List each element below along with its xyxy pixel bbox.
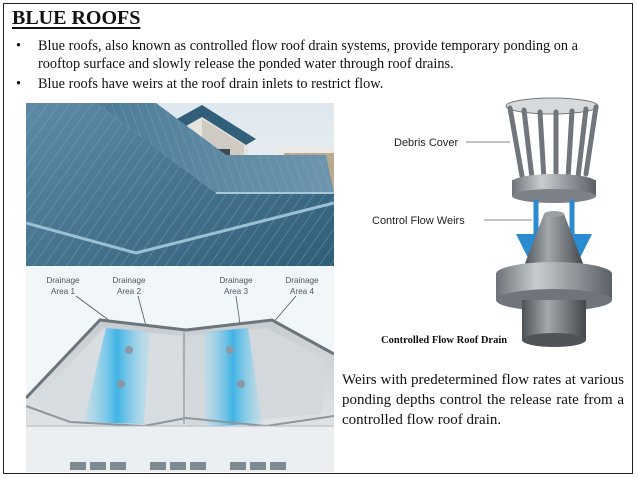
- bullet-text: Blue roofs, also known as controlled flo…: [38, 38, 579, 72]
- drainage-area-diagram: Drainage Area 1 Drainage Area 2 Drainage…: [26, 266, 334, 472]
- bullet-item: • Blue roofs have weirs at the roof drai…: [12, 75, 622, 93]
- blue-roof-photo: [26, 103, 334, 266]
- drain-caption: Controlled Flow Roof Drain: [381, 335, 508, 346]
- drainage-area-3-label-line1: Drainage: [219, 276, 253, 285]
- slide-title: BLUE ROOFS: [12, 7, 141, 29]
- bullet-text: Blue roofs have weirs at the roof drain …: [38, 76, 384, 92]
- blue-roof-photo-illustration: [26, 103, 334, 266]
- drainage-area-4-label-line1: Drainage: [285, 276, 319, 285]
- drainage-area-3-label-line2: Area 3: [224, 287, 249, 296]
- roof-drain-drawing: Debris Cover Control Flow Weirs: [372, 97, 612, 347]
- drainage-area-1-label-line1: Drainage: [46, 276, 80, 285]
- bullet-item: • Blue roofs, also known as controlled f…: [12, 37, 622, 73]
- bullet-dot: •: [16, 76, 22, 92]
- debris-cover-label: Debris Cover: [394, 137, 459, 149]
- bullet-list: • Blue roofs, also known as controlled f…: [12, 37, 622, 95]
- drainage-area-2-label-line2: Area 2: [117, 287, 142, 296]
- bullet-dot: •: [16, 38, 22, 54]
- drainage-area-4-label-line2: Area 4: [290, 287, 315, 296]
- roof-drain-illustration: Debris Cover Control Flow Weirs: [372, 96, 634, 358]
- slide-frame: [3, 3, 633, 474]
- drainage-diagram-illustration: Drainage Area 1 Drainage Area 2 Drainage…: [26, 266, 334, 472]
- control-flow-weirs-label: Control Flow Weirs: [372, 215, 465, 227]
- weirs-paragraph: Weirs with predetermined flow rates at v…: [342, 372, 624, 428]
- drainage-area-2-label-line1: Drainage: [112, 276, 146, 285]
- drainage-area-1-label-line2: Area 1: [51, 287, 76, 296]
